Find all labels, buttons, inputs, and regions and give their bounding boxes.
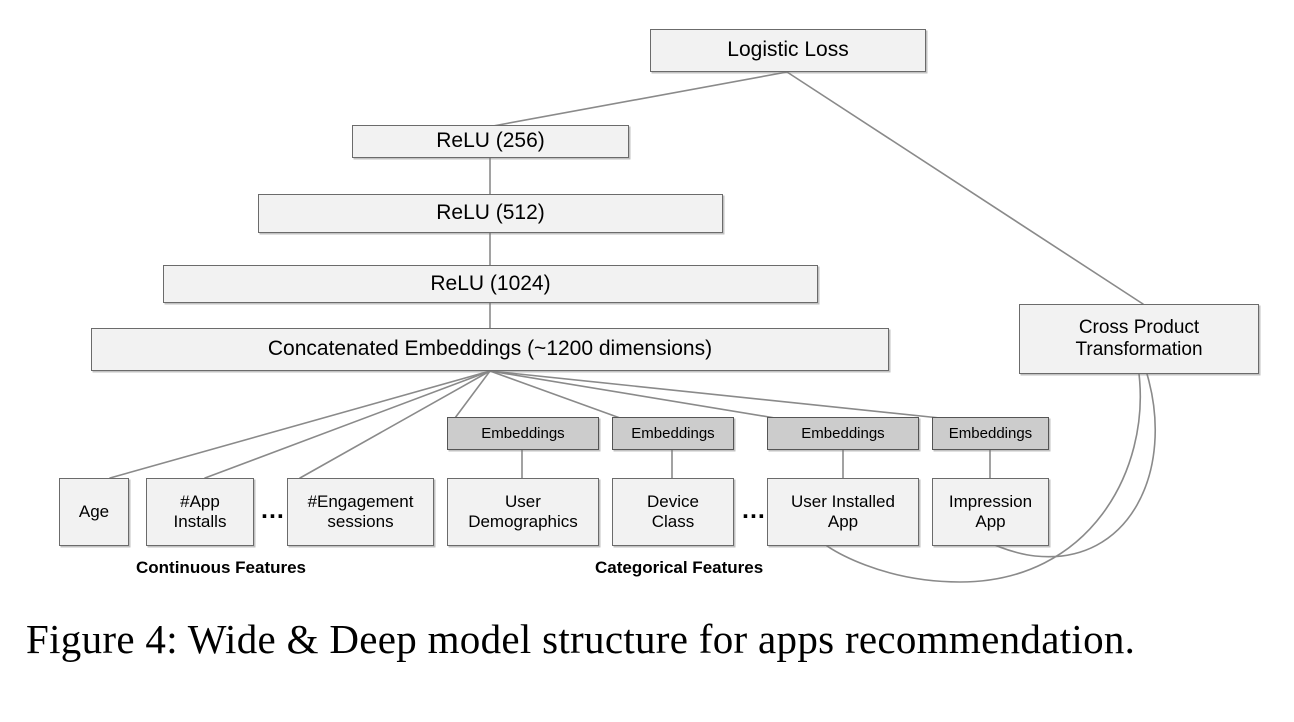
feature-box-user-installed-app[interactable]: User Installed App	[767, 478, 919, 546]
feature-box-impression-app-label: Impression App	[948, 491, 1033, 531]
edge-concat-to-embedding-2	[489, 370, 621, 419]
feature-box-app-installs[interactable]: #App Installs	[146, 478, 254, 546]
feature-box-impression-app[interactable]: Impression App	[932, 478, 1049, 546]
node-relu-512[interactable]: ReLU (512)	[258, 194, 723, 233]
edge-concat-to-embedding-4	[489, 370, 941, 419]
node-embedding-2[interactable]: Embeddings	[612, 417, 734, 450]
node-relu-1024-label: ReLU (1024)	[430, 271, 551, 295]
node-relu-256-label: ReLU (256)	[436, 129, 545, 153]
node-cross-product-transformation-label: Cross Product Transformation	[1075, 316, 1203, 360]
node-concatenated-embeddings[interactable]: Concatenated Embeddings (~1200 dimension…	[91, 328, 889, 371]
feature-box-user-installed-app-label: User Installed App	[791, 491, 895, 531]
figure-caption: Figure 4: Wide & Deep model structure fo…	[26, 616, 1136, 662]
node-relu-512-label: ReLU (512)	[436, 201, 545, 225]
feature-box-age-label: Age	[78, 501, 110, 521]
feature-box-user-demographics[interactable]: User Demographics	[447, 478, 599, 546]
node-relu-1024[interactable]: ReLU (1024)	[163, 265, 818, 303]
feature-box-user-demographics-label: User Demographics	[468, 491, 578, 531]
node-embedding-1-label: Embeddings	[481, 424, 565, 442]
feature-box-age[interactable]: Age	[59, 478, 129, 546]
ellipsis-categorical: ...	[742, 496, 766, 524]
node-relu-256[interactable]: ReLU (256)	[352, 125, 629, 158]
node-logistic-loss-label: Logistic Loss	[727, 38, 849, 62]
ellipsis-continuous: ...	[261, 496, 285, 524]
group-label-continuous-features: Continuous Features	[136, 558, 307, 577]
node-logistic-loss[interactable]: Logistic Loss	[650, 29, 926, 72]
node-embedding-4[interactable]: Embeddings	[932, 417, 1049, 450]
edge-concat-to-age	[109, 370, 491, 479]
node-embedding-3-label: Embeddings	[801, 424, 885, 442]
feature-box-device-class-label: Device Class	[647, 491, 699, 531]
feature-box-engagement-sessions[interactable]: #Engagement sessions	[287, 478, 434, 546]
edge-concat-to-embedding-3	[489, 370, 776, 419]
feature-box-device-class[interactable]: Device Class	[612, 478, 734, 546]
node-cross-product-transformation[interactable]: Cross Product Transformation	[1019, 304, 1259, 374]
node-concatenated-embeddings-label: Concatenated Embeddings (~1200 dimension…	[267, 337, 713, 361]
group-label-categorical-features: Categorical Features	[595, 558, 764, 577]
edge-loss-to-crossproduct	[786, 71, 1144, 305]
edge-concat-to-embedding-1	[454, 370, 491, 419]
node-embedding-2-label: Embeddings	[631, 424, 715, 442]
node-embedding-4-label: Embeddings	[948, 424, 1033, 442]
edge-loss-to-relu256	[492, 71, 788, 127]
node-embedding-1[interactable]: Embeddings	[447, 417, 599, 450]
node-embedding-3[interactable]: Embeddings	[767, 417, 919, 450]
feature-box-engagement-sessions-label: #Engagement sessions	[307, 491, 414, 531]
feature-box-app-installs-label: #App Installs	[173, 491, 227, 531]
